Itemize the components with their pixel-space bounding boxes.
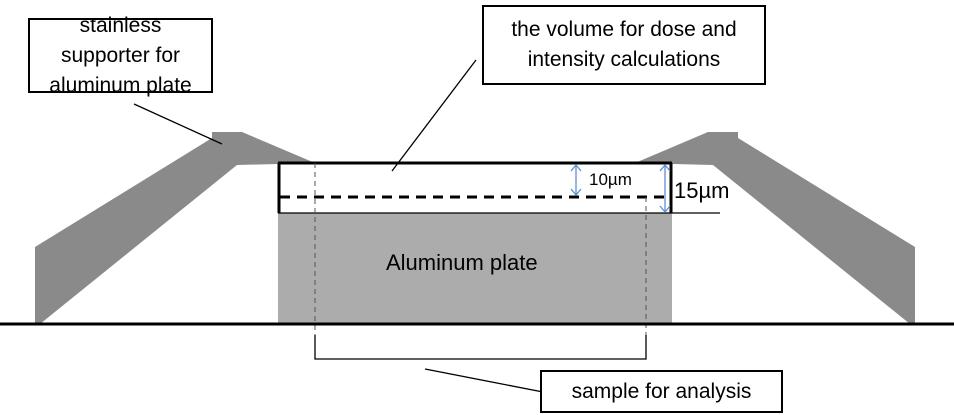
- supporter-label: stainless supporter for aluminum plate: [49, 13, 192, 97]
- volume-leader-line: [391, 59, 477, 172]
- left-supporter: [35, 132, 315, 324]
- sample-leader-line: [424, 368, 544, 393]
- sample-bracket: [314, 335, 647, 360]
- volume-label: the volume for dose and intensity calcul…: [511, 18, 737, 71]
- aluminum-plate: [278, 213, 672, 324]
- sample-label-box: sample for analysis: [540, 370, 783, 413]
- depth-15-arrow: [659, 163, 671, 214]
- sample-label: sample for analysis: [571, 379, 752, 403]
- depth-15-label: 15µm: [674, 178, 730, 203]
- plate-label: Aluminum plate: [386, 250, 538, 275]
- volume-region: [279, 164, 671, 213]
- supporter-label-box: stainless supporter for aluminum plate: [28, 14, 213, 97]
- depth-10-label: 10µm: [589, 170, 632, 189]
- supporter-leader-line: [133, 103, 223, 145]
- depth-10-arrow: [570, 163, 582, 197]
- volume-label-box: the volume for dose and intensity calcul…: [482, 5, 766, 85]
- right-supporter: [635, 132, 915, 324]
